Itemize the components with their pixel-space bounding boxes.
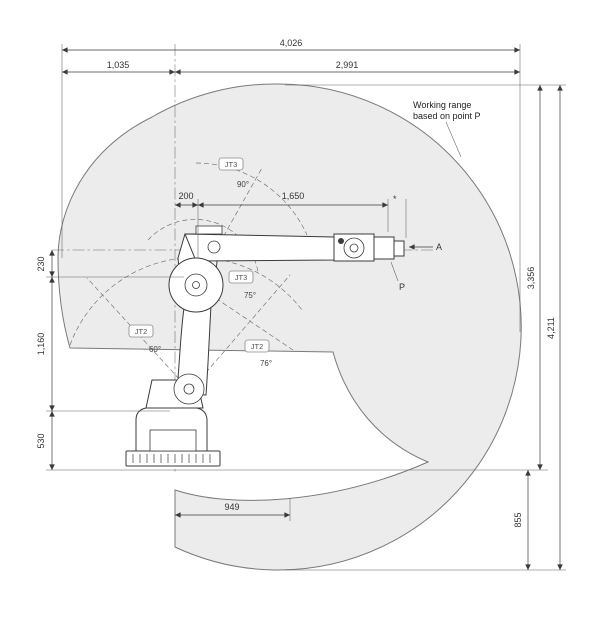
dim-riser-height-value: 1,160 xyxy=(36,333,46,356)
dim-lower-radius-value: 949 xyxy=(224,502,239,512)
wrist-joint-hub xyxy=(349,243,359,253)
dim-total-width: 4,026 xyxy=(61,38,521,53)
dim-arm-length: 1,650 xyxy=(198,191,388,208)
jt3-top-angle: 90° xyxy=(237,180,249,189)
dim-lower-radius: 949 xyxy=(175,502,290,518)
dim-rear-reach: 1,035 xyxy=(61,60,175,75)
dim-riser-height: 1,160 xyxy=(36,277,55,411)
extension-lines xyxy=(46,44,566,571)
jt2-left-label-box xyxy=(128,324,154,338)
dim-jt3-offset-value: 200 xyxy=(178,191,193,201)
jt3-top-label: JT3 xyxy=(225,160,238,169)
dim-p-drop-value: 230 xyxy=(36,256,46,271)
jt2-right-label-box xyxy=(244,339,270,353)
jt3-elbow-angle: 75° xyxy=(244,291,256,300)
dim-below-floor-value: 855 xyxy=(513,512,523,527)
dim-floor-to-top: 3,356 xyxy=(526,85,543,470)
dim-floor-to-top-value: 3,356 xyxy=(526,267,536,290)
point-p-leader xyxy=(390,261,399,282)
dim-rear-reach-value: 1,035 xyxy=(107,60,130,70)
jt2-left-angle: 60° xyxy=(149,345,161,354)
working-range-note-line2: based on point P xyxy=(413,111,481,121)
dim-total-width-value: 4,026 xyxy=(280,38,303,48)
dim-total-height-value: 4,211 xyxy=(546,317,556,339)
elbow-joint-hub xyxy=(192,281,200,289)
jt2-motion-arc xyxy=(69,257,303,346)
jt2-right-label: JT2 xyxy=(251,342,264,351)
jt3-top-label-box xyxy=(218,157,244,171)
arm-detail-circle xyxy=(207,240,221,254)
section-a-label: A xyxy=(436,242,442,252)
dim-p-drop: 230 xyxy=(36,250,55,277)
dim-total-height: 4,211 xyxy=(546,85,563,571)
robot-base-detail xyxy=(149,429,197,452)
dim-arm-length-value: 1,650 xyxy=(282,191,305,201)
point-p-label: P xyxy=(399,282,405,292)
wrist-dark-detail xyxy=(338,238,344,244)
working-range-note-line1: Working range xyxy=(413,100,471,110)
annotations: Working range based on point P A P * xyxy=(390,100,481,292)
jt3-elbow-label-box xyxy=(228,270,254,284)
dim-base-height: 530 xyxy=(36,411,55,470)
dim-jt3-offset: 200 xyxy=(175,191,198,208)
tool-plate xyxy=(393,240,405,257)
working-range-envelope xyxy=(57,83,522,571)
dim-base-height-value: 530 xyxy=(36,433,46,448)
dimensions: 4,026 1,035 2,991 200 1,650 230 1,160 5 xyxy=(36,38,563,571)
asterisk-marker: * xyxy=(393,194,397,204)
joint-labels: JT3 90° JT3 75° JT2 60° JT2 76° xyxy=(128,157,272,368)
wrist-flange xyxy=(373,236,395,260)
robot-arm xyxy=(125,225,405,467)
dim-front-reach-value: 2,991 xyxy=(336,60,359,70)
jt3-elbow-label: JT3 xyxy=(235,273,248,282)
shoulder-joint-hub xyxy=(183,383,195,395)
jt2-right-angle: 76° xyxy=(260,359,272,368)
dim-front-reach: 2,991 xyxy=(175,60,521,75)
arm-top-detail xyxy=(195,225,223,235)
note-leader-line xyxy=(445,121,462,158)
jt2-left-label: JT2 xyxy=(135,327,148,336)
forearm xyxy=(184,233,335,262)
robot-base-vents xyxy=(132,454,211,463)
dim-below-floor: 855 xyxy=(513,470,531,571)
